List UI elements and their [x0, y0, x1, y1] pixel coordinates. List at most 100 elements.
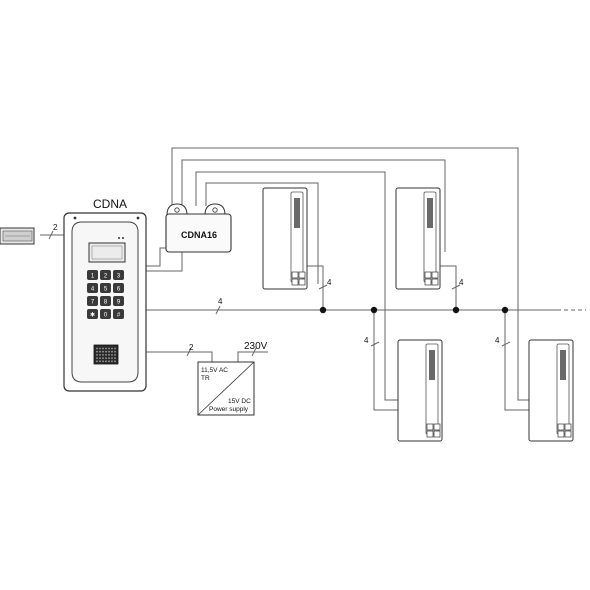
junction-dot [319, 306, 327, 314]
call-button-icon[interactable] [426, 430, 434, 438]
call-button-icon[interactable] [291, 278, 299, 286]
door-button-icon[interactable] [424, 271, 432, 279]
wire-count-bus: 4 [218, 297, 223, 306]
grille-hole [102, 354, 104, 356]
keypad-key-label: 7 [91, 299, 95, 305]
tick-mains [251, 347, 257, 357]
mute-button-icon[interactable] [433, 430, 441, 438]
keypad-key-cap [113, 270, 124, 280]
keypad-key-cap [100, 270, 111, 280]
grille-hole [102, 350, 104, 353]
wire-drop-4 [504, 310, 529, 411]
tick-drop-1 [318, 284, 328, 290]
wire-drop-3 [373, 310, 398, 411]
keypad-key[interactable]: 2 [100, 270, 111, 280]
handset-speaker-slot [560, 350, 566, 380]
keypad-key[interactable]: 7 [87, 296, 98, 306]
psu-input-label: 11,5V AC [201, 367, 228, 374]
keypad-key-label: 9 [117, 299, 121, 305]
keypad-key[interactable]: 5 [100, 283, 111, 293]
grille-hole [108, 347, 110, 350]
wire-count-handset-4: 4 [495, 336, 500, 345]
keypad-key-label: 5 [104, 286, 108, 292]
camera-dot-icon [122, 237, 124, 239]
psu-diagonal [197, 361, 255, 416]
lock-button-icon[interactable] [433, 423, 441, 431]
call-button-icon[interactable] [424, 278, 432, 286]
grille-hole [99, 354, 101, 356]
electric-lock [0, 227, 35, 245]
wires [40, 147, 586, 411]
speaker-grille-dots [96, 347, 116, 363]
grille-hole [105, 357, 107, 359]
junction-dot [452, 306, 460, 314]
keypad-key-cap [87, 270, 98, 280]
wire-count-handset-1: 4 [327, 278, 332, 287]
mute-button-icon[interactable] [431, 278, 439, 286]
led-icon [73, 216, 77, 220]
keypad-key-cap [87, 309, 98, 319]
lock-button-icon[interactable] [298, 271, 306, 279]
keypad-key[interactable]: 3 [113, 270, 124, 280]
grille-hole [111, 360, 113, 363]
keypad-key-label: 4 [91, 286, 95, 292]
grille-hole [99, 360, 101, 363]
keypad-key[interactable]: 8 [100, 296, 111, 306]
tick-drop-3 [370, 341, 380, 347]
keypad-key-cap [100, 283, 111, 293]
screw-icon [136, 216, 140, 220]
module-ear-right [204, 203, 226, 216]
tick-psu [186, 347, 192, 357]
grille-hole [111, 347, 113, 350]
keypad-key[interactable]: 4 [87, 283, 98, 293]
grille-hole [102, 357, 104, 359]
handset-1 [262, 187, 308, 290]
grille-hole [96, 350, 98, 353]
grille-hole [114, 360, 116, 363]
mute-button-icon[interactable] [564, 430, 572, 438]
keypad-key-cap [113, 296, 124, 306]
mute-button-icon[interactable] [298, 278, 306, 286]
wire-loop-mid2 [195, 171, 386, 310]
keypad-key-cap [113, 283, 124, 293]
keypad-key[interactable]: # [113, 309, 124, 319]
door-button-icon[interactable] [291, 271, 299, 279]
camera-dot-icon [118, 237, 120, 239]
lock-button-icon[interactable] [431, 271, 439, 279]
keypad-key-label: 1 [91, 273, 95, 279]
psu-input-tag: TR [201, 375, 210, 382]
door-button-icon[interactable] [557, 423, 565, 431]
door-button-icon[interactable] [426, 423, 434, 431]
grille-hole [105, 350, 107, 353]
wire-drop-4b [517, 310, 529, 401]
wire-drop-2 [437, 265, 457, 310]
handset-3 [397, 339, 443, 442]
keypad-key-cap [100, 309, 111, 319]
grille-hole [105, 347, 107, 350]
module-body [165, 213, 232, 253]
keypad-key[interactable]: 6 [113, 283, 124, 293]
grille-hole [105, 360, 107, 363]
lock-button-icon[interactable] [564, 423, 572, 431]
keypad-key[interactable]: ✱ [87, 309, 98, 319]
call-button-icon[interactable] [557, 430, 565, 438]
keypad-key[interactable]: 9 [113, 296, 124, 306]
keypad-key-label: 6 [117, 286, 121, 292]
grille-hole [96, 347, 98, 350]
wire-loop-outer [171, 147, 519, 310]
module-ear-left [166, 203, 188, 216]
keypad-key-cap [100, 296, 111, 306]
grille-hole [114, 350, 116, 353]
handset-speaker-slot [294, 198, 300, 228]
wire-count-handset-2: 4 [459, 278, 464, 287]
junction-dot [501, 306, 509, 314]
grille-hole [102, 347, 104, 350]
grille-hole [102, 360, 104, 363]
keypad-key[interactable]: 1 [87, 270, 98, 280]
grille-hole [99, 347, 101, 350]
grille-hole [96, 357, 98, 359]
cdna16-module: CDNA16 [165, 203, 232, 253]
keypad-key[interactable]: 0 [100, 309, 111, 319]
grille-hole [99, 357, 101, 359]
